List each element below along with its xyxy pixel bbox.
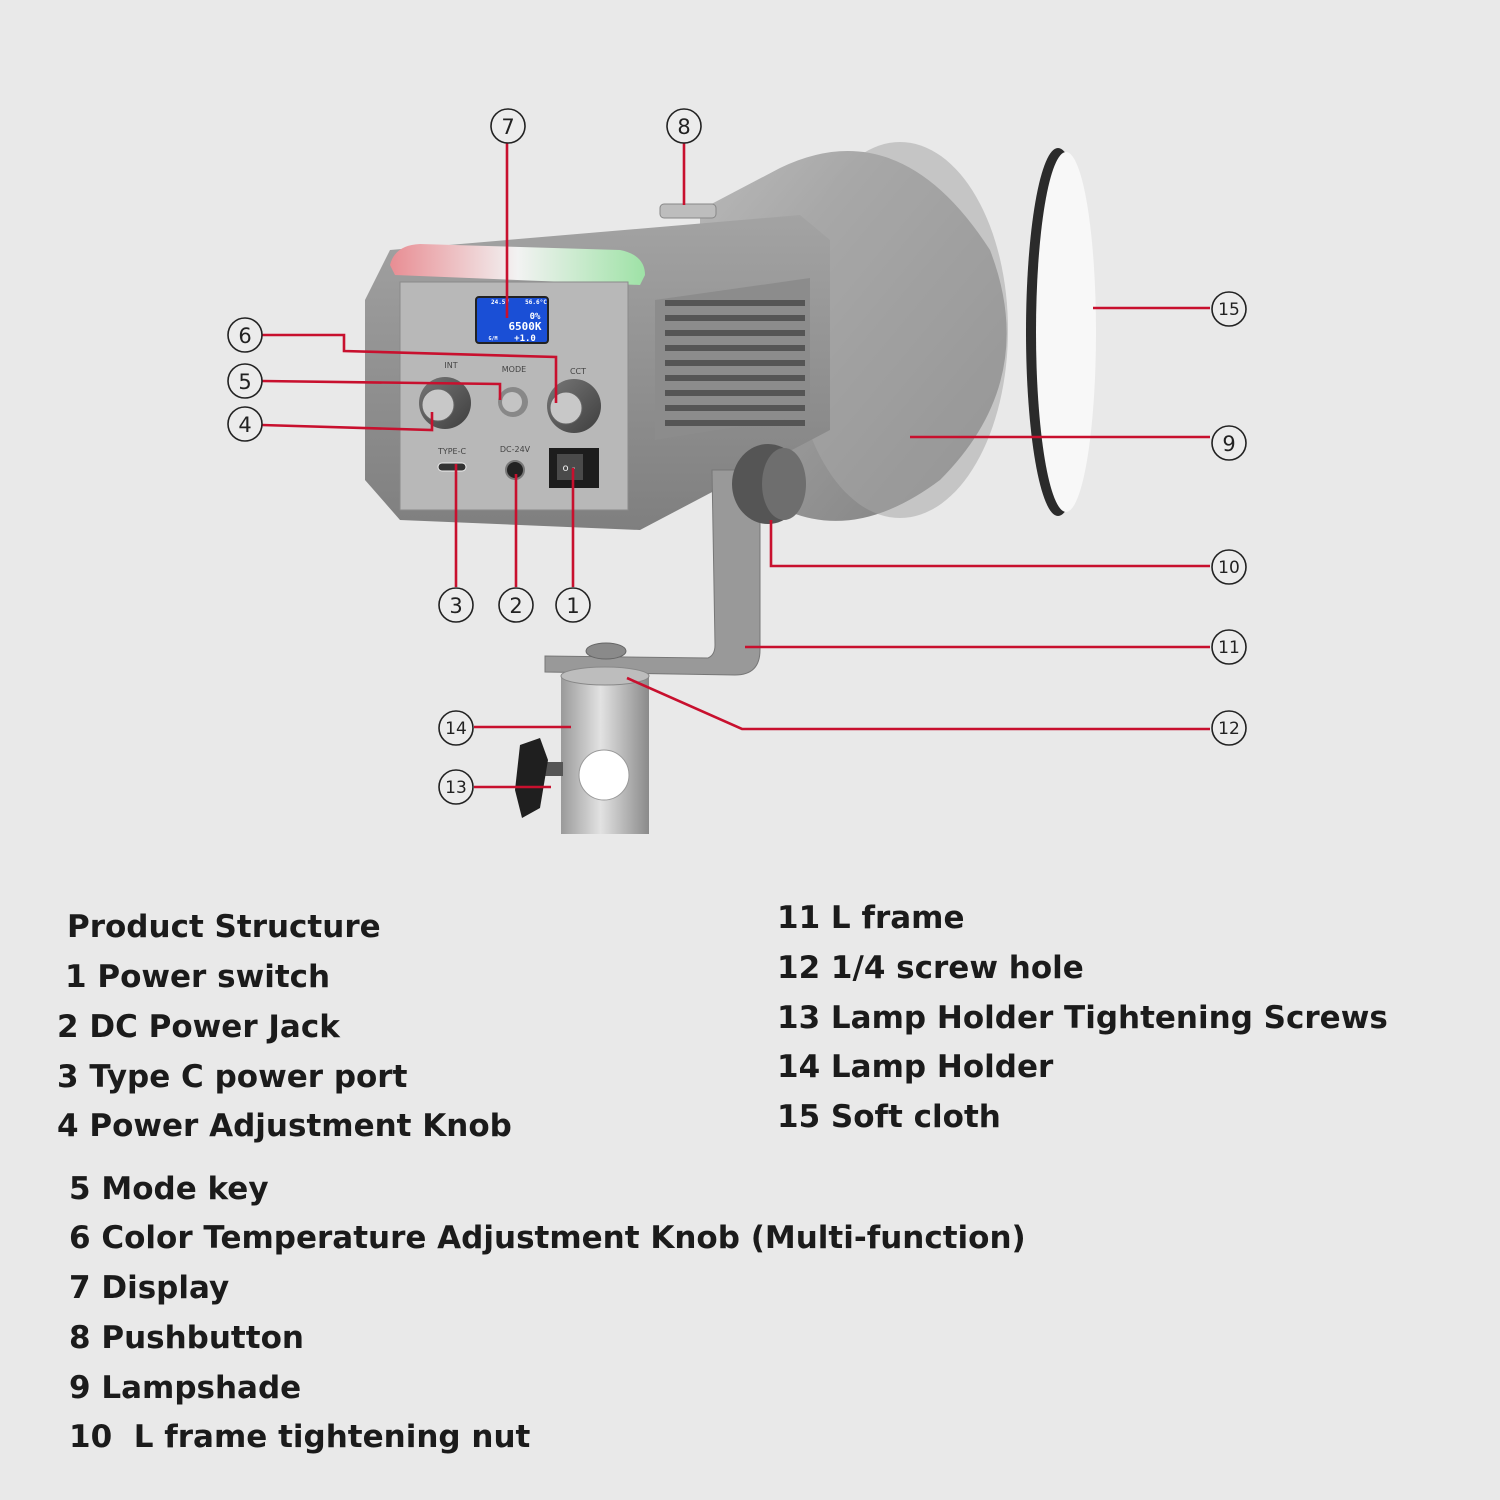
screw-hole-mount xyxy=(585,642,627,660)
callout-8: 8 xyxy=(666,108,702,144)
callout-14: 14 xyxy=(438,710,474,746)
vent-grille xyxy=(655,278,810,440)
callout-5: 5 xyxy=(227,363,263,399)
svg-text:1: 1 xyxy=(566,594,579,618)
legend-item-10: 10 L frame tightening nut xyxy=(69,1419,531,1455)
svg-text:6: 6 xyxy=(238,324,251,348)
legend-item-11: 11 L frame xyxy=(777,900,965,936)
legend-item-13: 13 Lamp Holder Tightening Screws xyxy=(777,1000,1388,1036)
legend-item-8: 8 Pushbutton xyxy=(69,1320,304,1356)
callout-4: 4 xyxy=(227,406,263,442)
callout-13: 13 xyxy=(438,769,474,805)
dc-label: DC-24V xyxy=(500,445,531,454)
svg-text:10: 10 xyxy=(1218,558,1240,578)
callout-10: 10 xyxy=(1211,549,1247,585)
svg-text:4: 4 xyxy=(238,413,251,437)
lamp-holder-tightening-screw[interactable] xyxy=(515,738,563,818)
soft-cloth-diffuser xyxy=(1026,148,1096,516)
legend-item-14: 14 Lamp Holder xyxy=(777,1049,1054,1085)
lcd-gm-label: G/M xyxy=(488,336,497,342)
svg-text:o -: o - xyxy=(563,463,576,474)
svg-text:8: 8 xyxy=(677,115,690,139)
svg-text:11: 11 xyxy=(1218,638,1240,658)
callout-9: 9 xyxy=(1211,425,1247,461)
svg-text:7: 7 xyxy=(501,115,514,139)
callout-3: 3 xyxy=(438,587,474,623)
legend-item-12: 12 1/4 screw hole xyxy=(777,950,1084,986)
legend-item-2: 2 DC Power Jack xyxy=(57,1009,340,1045)
legend-item-15: 15 Soft cloth xyxy=(777,1099,1001,1135)
lamp-holder xyxy=(560,666,650,834)
callout-12: 12 xyxy=(1211,710,1247,746)
int-label: INT xyxy=(444,361,457,370)
type-c-port[interactable] xyxy=(437,462,467,472)
svg-text:13: 13 xyxy=(445,778,467,798)
callout-2: 2 xyxy=(498,587,534,623)
legend-item-5: 5 Mode key xyxy=(69,1171,269,1207)
l-frame-tightening-nut[interactable] xyxy=(732,444,806,524)
legend-item-9: 9 Lampshade xyxy=(69,1370,302,1406)
svg-text:14: 14 xyxy=(445,719,467,739)
svg-text:12: 12 xyxy=(1218,719,1240,739)
lcd-display: 24.5V 56.6°C 0% 6500K G/M +1.0 xyxy=(475,296,549,344)
callout-15: 15 xyxy=(1211,291,1247,327)
callout-6: 6 xyxy=(227,317,263,353)
svg-text:3: 3 xyxy=(449,594,462,618)
lcd-value-right: 56.6°C xyxy=(525,299,547,306)
callout-1: 1 xyxy=(555,587,591,623)
typec-label: TYPE-C xyxy=(437,447,467,456)
color-temperature-knob[interactable] xyxy=(547,379,601,433)
legend-heading: Product Structure xyxy=(67,909,381,945)
product-diagram: 24.5V 56.6°C 0% 6500K G/M +1.0 INT MODE … xyxy=(227,108,1247,834)
mode-label: MODE xyxy=(502,365,526,374)
legend-item-7: 7 Display xyxy=(69,1270,230,1306)
leader-lines xyxy=(261,143,1210,789)
lcd-gm-value: +1.0 xyxy=(514,334,536,344)
legend-item-4: 4 Power Adjustment Knob xyxy=(57,1108,512,1144)
svg-text:15: 15 xyxy=(1218,300,1240,320)
lcd-kelvin: 6500K xyxy=(508,320,541,333)
callout-11: 11 xyxy=(1211,629,1247,665)
legend-item-1: 1 Power switch xyxy=(65,959,331,995)
svg-text:5: 5 xyxy=(238,370,251,394)
legend-item-3: 3 Type C power port xyxy=(57,1059,408,1095)
legend-item-6: 6 Color Temperature Adjustment Knob (Mul… xyxy=(69,1220,1026,1256)
callout-7: 7 xyxy=(490,108,526,144)
lcd-value-left: 24.5V xyxy=(491,299,509,306)
pushbutton[interactable] xyxy=(659,203,717,219)
lcd-percent: 0% xyxy=(530,312,541,322)
mode-key[interactable] xyxy=(498,387,528,417)
svg-text:2: 2 xyxy=(509,594,522,618)
cct-label: CCT xyxy=(570,367,586,376)
svg-text:9: 9 xyxy=(1222,432,1235,456)
